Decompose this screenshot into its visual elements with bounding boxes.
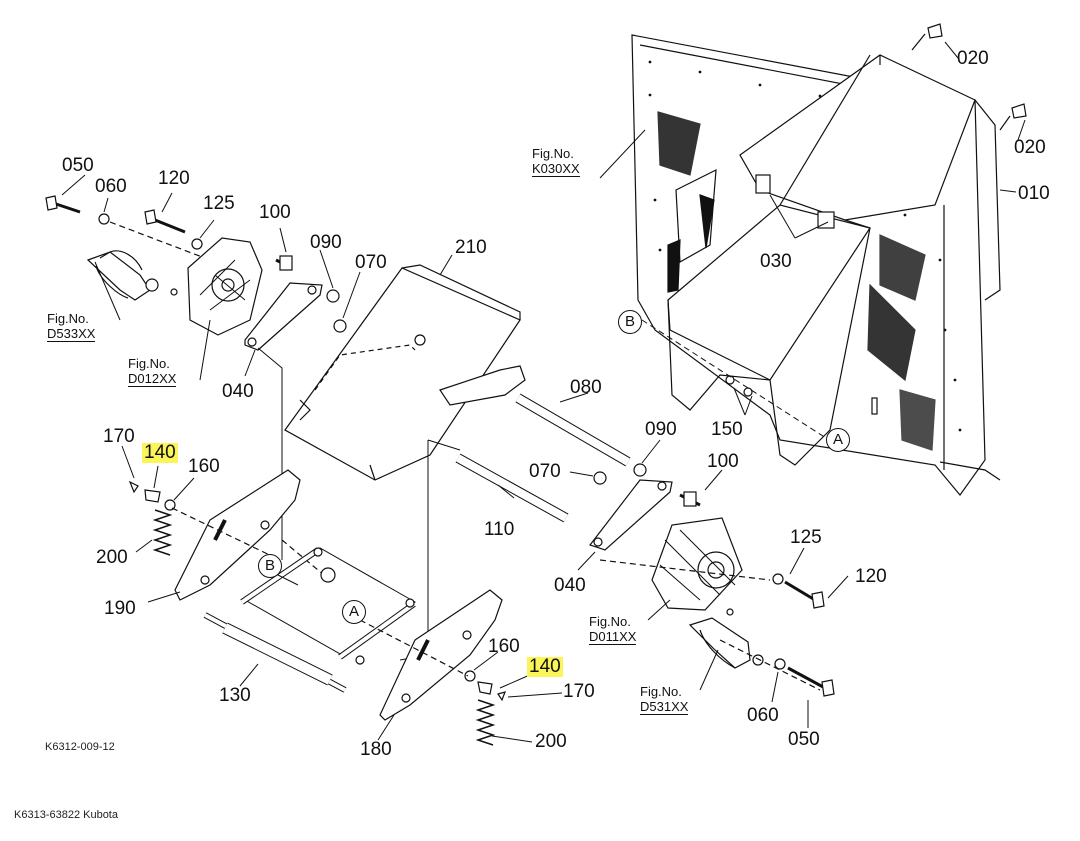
part-label-110: 110	[484, 519, 515, 540]
marker-b-upper: B	[618, 310, 642, 334]
part-label-120-lower: 120	[855, 566, 887, 587]
part-label-020-top: 020	[957, 48, 989, 69]
part-label-050-lower: 050	[788, 729, 820, 750]
fig-ref-d012xx-label: Fig.No.	[128, 356, 170, 371]
part-label-130: 130	[219, 685, 251, 706]
part-label-120-upper: 120	[158, 168, 190, 189]
fig-ref-d011xx-code: D011XX	[589, 629, 637, 645]
lower-left-assembly	[128, 469, 506, 746]
part-label-040-lower: 040	[554, 575, 586, 596]
part-label-170-left: 170	[103, 426, 135, 447]
fig-ref-d533xx: Fig.No. D533XX	[47, 311, 96, 342]
marker-b-lower: B	[258, 554, 282, 578]
frame-010	[631, 23, 1027, 496]
part-label-210: 210	[455, 237, 487, 258]
part-label-050-upper: 050	[62, 155, 94, 176]
upper-left-assembly	[45, 195, 347, 581]
part-label-140-right-highlighted: 140	[527, 656, 563, 677]
fig-ref-k030xx-code: K030XX	[532, 161, 580, 177]
leaders-lower-right	[497, 392, 849, 728]
fig-ref-d533xx-code: D533XX	[47, 326, 96, 342]
part-label-090-upper: 090	[310, 232, 342, 253]
part-label-160-left: 160	[188, 456, 220, 477]
footer-caption: K6313-63822 Kubota	[14, 809, 118, 821]
fig-ref-k030xx: Fig.No. K030XX	[532, 146, 580, 177]
part-label-190: 190	[104, 598, 136, 619]
shafts	[399, 393, 647, 661]
leaders-upper-left	[61, 174, 453, 381]
fig-ref-d531xx-code: D531XX	[640, 699, 689, 715]
part-label-125-upper: 125	[203, 193, 235, 214]
part-label-070-lower: 070	[529, 461, 561, 482]
fig-ref-d012xx-code: D012XX	[128, 371, 177, 387]
part-label-020-right: 020	[1014, 137, 1046, 158]
part-label-140-left-highlighted: 140	[142, 442, 178, 463]
part-label-090-lower: 090	[645, 419, 677, 440]
drawing-reference-code: K6312-009-12	[45, 741, 115, 753]
part-label-040-upper: 040	[222, 381, 254, 402]
part-label-125-lower: 125	[790, 527, 822, 548]
part-label-200-right: 200	[535, 731, 567, 752]
marker-a-upper: A	[826, 428, 850, 452]
cover-210	[284, 264, 526, 481]
part-label-150: 150	[711, 419, 743, 440]
leaders-lower-left	[121, 445, 563, 743]
part-label-070-upper: 070	[355, 252, 387, 273]
fig-ref-d531xx-label: Fig.No.	[640, 684, 682, 699]
part-label-100-lower: 100	[707, 451, 739, 472]
part-label-170-right: 170	[563, 681, 595, 702]
fig-ref-d011xx: Fig.No. D011XX	[589, 614, 637, 645]
fig-ref-d531xx: Fig.No. D531XX	[640, 684, 689, 715]
part-label-060-lower: 060	[747, 705, 779, 726]
part-label-200-left: 200	[96, 547, 128, 568]
leaders-right	[599, 41, 1026, 439]
part-label-080: 080	[570, 377, 602, 398]
part-label-160-right: 160	[488, 636, 520, 657]
part-label-180: 180	[360, 739, 392, 760]
fig-ref-d011xx-label: Fig.No.	[589, 614, 631, 629]
fig-ref-d012xx: Fig.No. D012XX	[128, 356, 177, 387]
part-label-060-upper: 060	[95, 176, 127, 197]
fig-ref-d533xx-label: Fig.No.	[47, 311, 89, 326]
part-label-100-upper: 100	[259, 202, 291, 223]
part-label-010: 010	[1018, 183, 1050, 204]
part-label-030: 030	[760, 251, 792, 272]
fig-ref-k030xx-label: Fig.No.	[532, 146, 574, 161]
lower-right-assembly	[589, 479, 835, 697]
marker-a-lower: A	[342, 600, 366, 624]
